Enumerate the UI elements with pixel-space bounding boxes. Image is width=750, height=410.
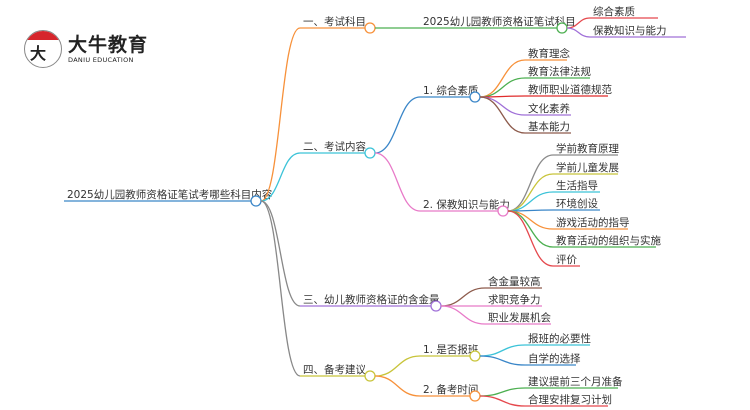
branch-3-label: 三、幼儿教师资格证的含金量 [303, 293, 440, 306]
leaf-label: 环境创设 [556, 197, 598, 210]
logo: 大牛 大牛教育 DANIU EDUCATION [24, 30, 148, 68]
leaf-label: 学前教育原理 [556, 142, 619, 155]
subtopic-label: 2. 保教知识与能力 [423, 198, 510, 211]
connector [479, 77, 526, 98]
connector [479, 395, 526, 407]
subtopic-toggle[interactable] [469, 350, 481, 362]
leaf-label: 教育活动的组织与实施 [556, 234, 661, 247]
leaf-label: 职业发展机会 [488, 311, 551, 324]
leaf-label: 生活指导 [556, 179, 598, 192]
logo-mark: 大牛 [24, 30, 62, 68]
connector [479, 96, 526, 116]
branch-connector-2 [260, 152, 301, 202]
leaf-label: 求职竞争力 [488, 293, 541, 306]
branch-1-label: 一、考试科目 [303, 15, 366, 28]
connector [374, 152, 421, 212]
branch-2-label: 二、考试内容 [303, 140, 366, 153]
connector [479, 355, 526, 366]
subtopic-label: 1. 综合素质 [423, 84, 478, 97]
leaf-label: 保教知识与能力 [593, 24, 667, 37]
connector [374, 375, 421, 397]
leaf-label: 文化素养 [528, 102, 570, 115]
logo-subtitle: DANIU EDUCATION [68, 55, 134, 64]
subtopic-label: 2. 备考时间 [423, 383, 478, 396]
leaf-label: 学前儿童发展 [556, 161, 619, 174]
leaf-label: 综合素质 [593, 5, 635, 18]
connector [479, 387, 526, 397]
branch-4-label: 四、备考建议 [303, 363, 366, 376]
branch-3-toggle[interactable] [430, 300, 442, 312]
subtopic-toggle[interactable] [469, 390, 481, 402]
branch-1-toggle[interactable] [364, 22, 376, 34]
connector [440, 287, 486, 307]
root-node-toggle[interactable] [250, 195, 262, 207]
connector [440, 305, 486, 325]
branch-connector-4 [260, 200, 301, 377]
connector [374, 96, 421, 154]
subtopic-label: 2025幼儿园教师资格证笔试科目 [423, 15, 576, 28]
connector [507, 191, 554, 212]
subtopic-toggle[interactable] [556, 22, 568, 34]
connector [479, 96, 526, 134]
leaf-label: 基本能力 [528, 120, 570, 133]
leaf-label: 游戏活动的指导 [556, 216, 630, 229]
leaf-label: 报班的必要性 [528, 332, 591, 345]
connector [374, 355, 421, 377]
subtopic-toggle[interactable] [497, 205, 509, 217]
leaf-label: 含金量较高 [488, 275, 541, 288]
logo-name: 大牛教育 [68, 33, 149, 56]
leaf-label: 教师职业道德规范 [528, 83, 612, 96]
leaf-label: 合理安排复习计划 [528, 393, 612, 406]
leaf-label: 教育理念 [528, 47, 570, 60]
leaf-label: 教育法律法规 [528, 65, 591, 78]
connector [566, 27, 591, 38]
leaf-label: 建议提前三个月准备 [528, 375, 623, 388]
connector [507, 210, 554, 267]
leaf-label: 评价 [556, 254, 577, 266]
branch-connector-3 [260, 200, 301, 307]
branch-4-toggle[interactable] [364, 370, 376, 382]
connector [479, 344, 526, 357]
connector [507, 154, 554, 212]
branch-2-toggle[interactable] [364, 147, 376, 159]
leaf-label: 自学的选择 [528, 352, 581, 365]
subtopic-label: 1. 是否报班 [423, 343, 479, 356]
branch-connector-1 [260, 27, 301, 202]
root-node-label: 2025幼儿园教师资格证笔试考哪些科目内容 [67, 188, 273, 201]
subtopic-toggle[interactable] [469, 91, 481, 103]
